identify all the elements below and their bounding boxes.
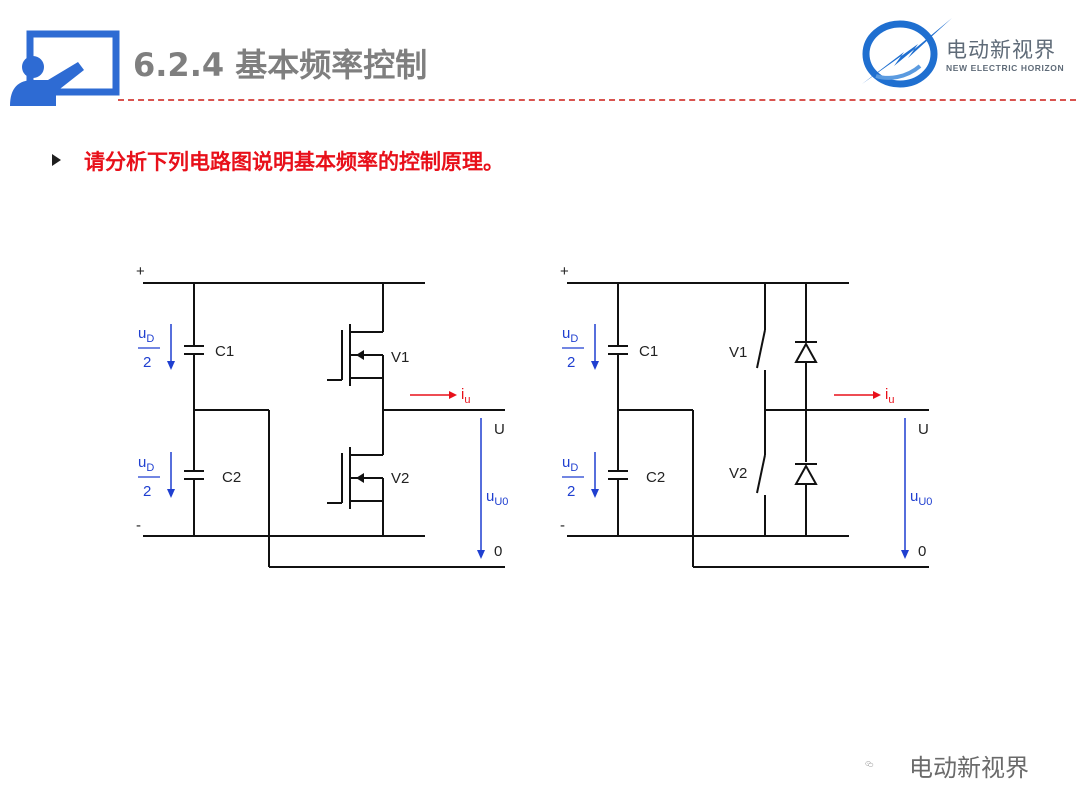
ud-half-top-den: 2 bbox=[567, 354, 575, 371]
c2-label: C2 bbox=[222, 469, 241, 486]
v1-label: V1 bbox=[391, 349, 409, 366]
brand-logo bbox=[862, 18, 952, 88]
circuit-diagram-right: + - C1 C2 V1 V2 iu U 0 uD 2 uD 2 uU bbox=[560, 263, 932, 568]
ud-half-bot-den: 2 bbox=[143, 483, 151, 500]
wechat-icon bbox=[865, 761, 874, 767]
ud-half-bot-den: 2 bbox=[567, 483, 575, 500]
current-iu-label: iu bbox=[885, 386, 894, 406]
page-title: 6.2.4 基本频率控制 bbox=[133, 46, 428, 84]
ud-half-top-den: 2 bbox=[143, 354, 151, 371]
circuit-diagram-left: + - C1 C2 V1 V2 iu U bbox=[136, 263, 508, 568]
transistor-v2 bbox=[327, 445, 384, 509]
bullet-triangle-icon bbox=[52, 154, 61, 166]
c2-label: C2 bbox=[646, 469, 665, 486]
uu0-label: uU0 bbox=[910, 488, 932, 508]
switch-v2 bbox=[756, 454, 766, 494]
c1-label: C1 bbox=[639, 343, 658, 360]
minus-label: - bbox=[136, 517, 141, 534]
diode-lower bbox=[794, 463, 818, 485]
logo-text-en: NEW ELECTRIC HORIZON bbox=[946, 63, 1065, 73]
ud-half-top-label: uD bbox=[138, 325, 154, 345]
header-divider bbox=[118, 99, 1076, 101]
minus-label: - bbox=[560, 517, 565, 534]
diode-upper bbox=[794, 341, 818, 363]
current-iu-label: iu bbox=[461, 386, 470, 406]
ud-half-bot-label: uD bbox=[138, 454, 154, 474]
zero-label: 0 bbox=[494, 543, 502, 560]
plus-label: + bbox=[560, 263, 569, 280]
ud-half-bot-label: uD bbox=[562, 454, 578, 474]
v2-label: V2 bbox=[729, 465, 747, 482]
uu0-label: uU0 bbox=[486, 488, 508, 508]
logo-text-cn: 电动新视界 bbox=[946, 38, 1056, 62]
u-output-label: U bbox=[918, 421, 929, 438]
zero-label: 0 bbox=[918, 543, 926, 560]
ud-half-top-label: uD bbox=[562, 325, 578, 345]
v1-label: V1 bbox=[729, 344, 747, 361]
c1-label: C1 bbox=[215, 343, 234, 360]
watermark-text: 电动新视界 bbox=[909, 754, 1029, 782]
u-output-label: U bbox=[494, 421, 505, 438]
v2-label: V2 bbox=[391, 470, 409, 487]
transistor-v1 bbox=[327, 322, 384, 386]
switch-v1 bbox=[756, 329, 766, 369]
presentation-icon bbox=[10, 30, 120, 106]
question-text: 请分析下列电路图说明基本频率的控制原理。 bbox=[84, 150, 504, 174]
plus-label: + bbox=[136, 263, 145, 280]
